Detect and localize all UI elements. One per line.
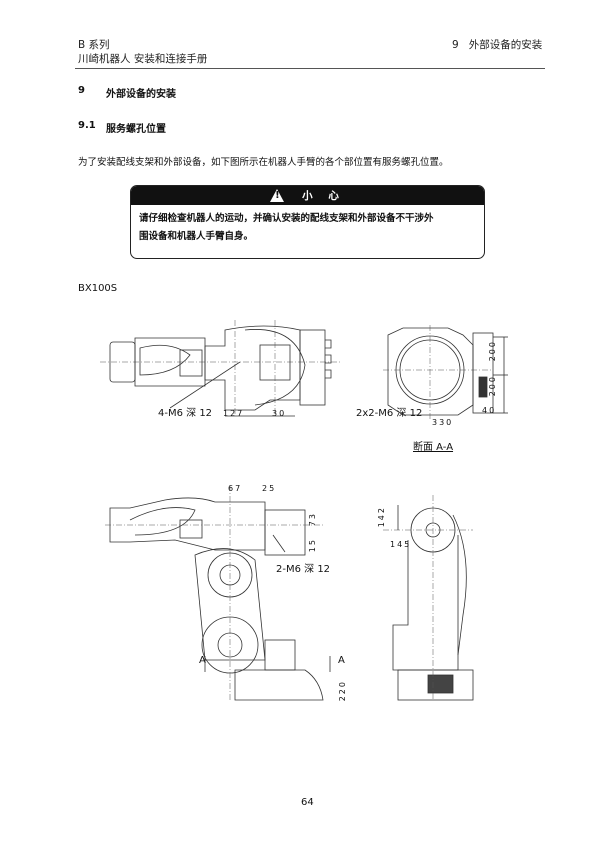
page-number: 64 [301,797,314,808]
side-dim-15: 15 [308,538,317,553]
section-dim-40: 40 [482,406,497,415]
subsection-number: 9.1 [78,120,96,131]
side-view-drawing [105,485,331,701]
front-dim-142: 142 [377,506,386,528]
section-view-callout: 2x2-M6 深 12 [356,408,423,419]
side-dim-73: 73 [308,512,317,527]
top-view-callout: 4-M6 深 12 [158,408,213,419]
warning-triangle-icon: ! [270,189,285,202]
intro-paragraph: 为了安装配线支架和外部设备，如下图所示在机器人手臂的各个部位置有服务螺孔位置。 [78,157,449,168]
caution-box: ! 小 心 请仔细检查机器人的运动，并确认安装的配线支架和外部设备不干涉外 围设… [130,185,485,259]
subsection-title: 服务螺孔位置 [106,124,166,135]
side-dim-67: 67 [228,484,243,493]
section-dim-200-bottom: 200 [488,375,497,397]
side-view-callout: 2-M6 深 12 [276,564,331,575]
section-caption: 断面 A-A [413,442,454,453]
front-dim-145: 145 [390,540,412,549]
model-label: BX100S [78,283,118,294]
section-view-drawing [383,325,508,420]
section-mark-right: A [338,655,345,666]
top-view-dim-127: 127 [223,409,245,418]
top-view-dim-30: 30 [272,409,287,418]
side-dim-220: 220 [338,680,347,702]
header-chapter: 9 外部设备的安装 [452,39,543,51]
top-view-drawing [100,320,340,417]
section-dim-200-top: 200 [488,340,497,362]
header-manual-title: 川崎机器人 安装和连接手册 [78,53,208,65]
front-view-drawing [383,495,474,701]
caution-text-line2: 围设备和机器人手臂自身。 [139,231,254,242]
header-rule [75,68,545,69]
section-dim-330: 330 [432,418,454,427]
side-dim-25: 25 [262,484,277,493]
section-title: 外部设备的安装 [106,89,176,100]
header-series: B 系列 [78,39,110,51]
caution-title: 小 心 [302,190,345,202]
section-mark-left: A [199,655,206,666]
section-number: 9 [78,85,85,96]
caution-text-line1: 请仔细检查机器人的运动，并确认安装的配线支架和外部设备不干涉外 [139,213,434,224]
